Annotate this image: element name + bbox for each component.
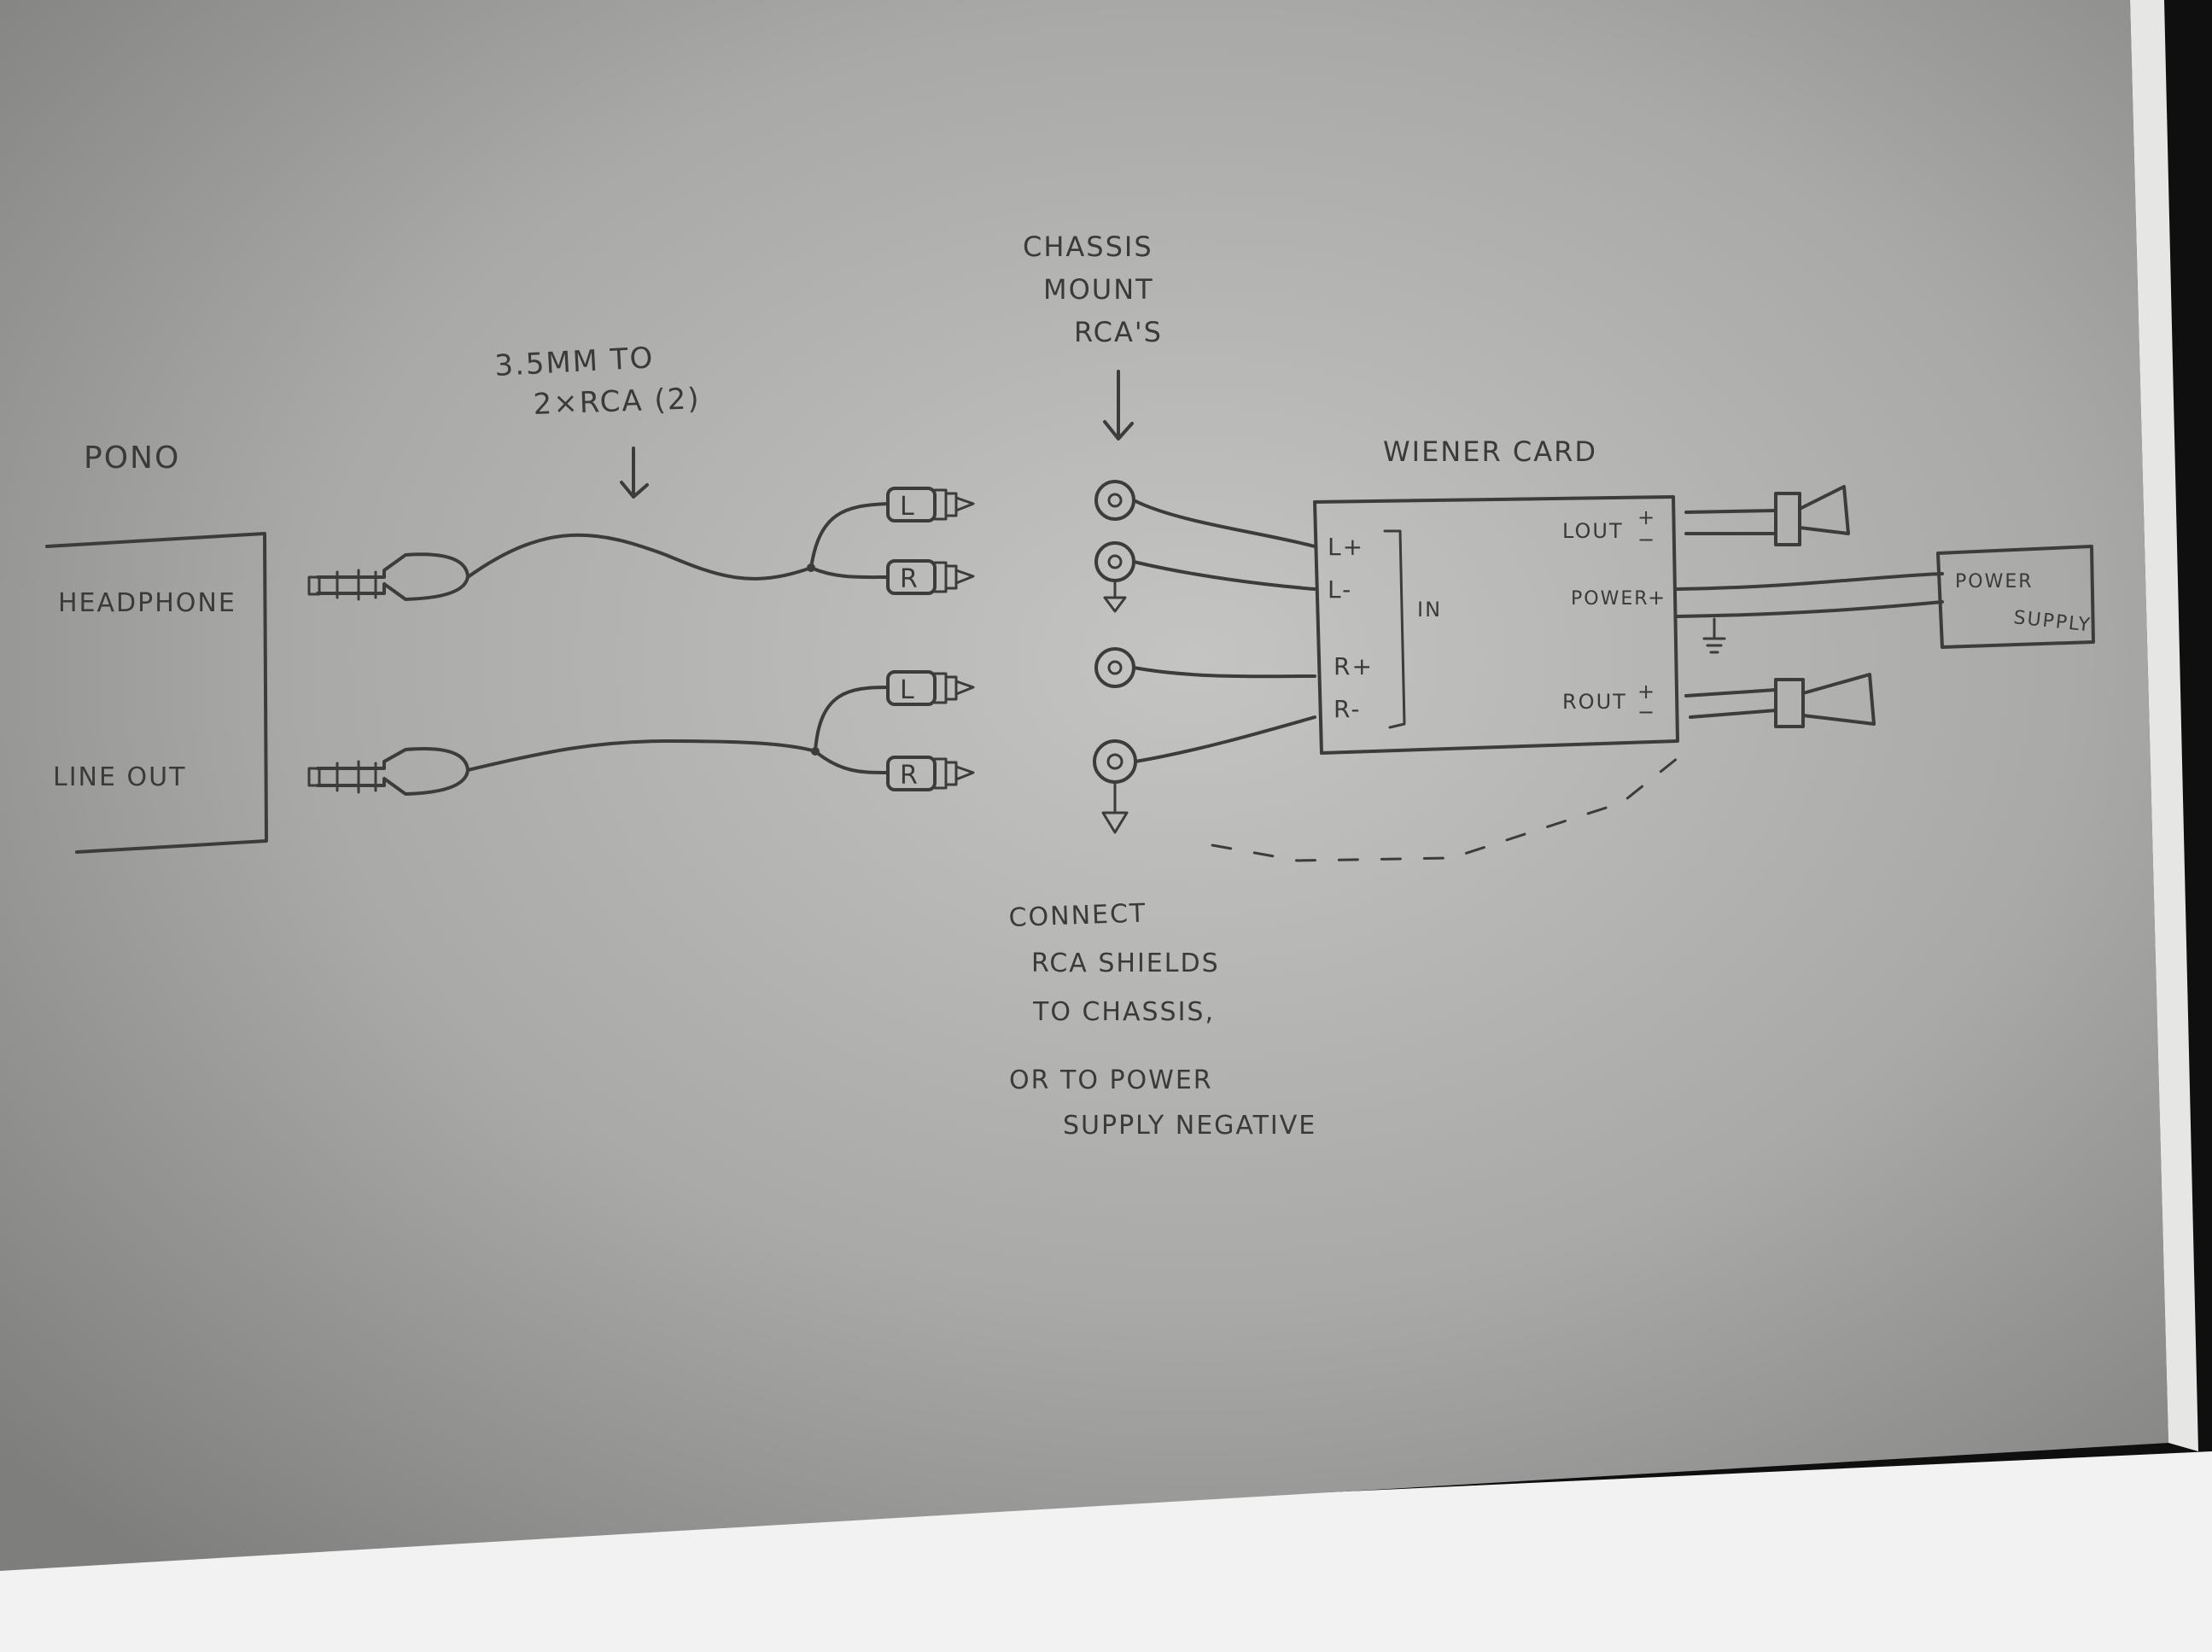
card-input-bracket	[1383, 529, 1406, 729]
rca-plug-1: L	[886, 487, 975, 522]
chassis-label-line1: CHASSIS	[1023, 231, 1153, 263]
card-output-lout-plus: +	[1637, 505, 1656, 529]
cable-headphone-split-l	[809, 502, 890, 569]
rca-letter-1: L	[900, 492, 916, 522]
power-supply-line1: POWER	[1955, 571, 2034, 593]
ground-symbol-icon	[1702, 617, 1726, 654]
card-input-r-plus: R+	[1334, 652, 1374, 680]
wire-r-plus	[1132, 666, 1316, 679]
ground-dashes	[1211, 750, 1688, 862]
card-output-rout-plus: +	[1637, 680, 1656, 703]
chassis-arrow-icon	[1103, 370, 1134, 441]
note-line4: OR TO POWER	[1009, 1065, 1213, 1095]
cable-line-out-split-r	[814, 750, 890, 774]
rca-letter-2: R	[900, 564, 919, 594]
white-sheet	[0, 1451, 2212, 1652]
card-output-lout-minus: −	[1637, 528, 1656, 552]
source-port-headphone: HEADPHONE	[58, 588, 236, 618]
wire-r-minus	[1134, 715, 1316, 763]
wire-l-minus	[1132, 560, 1316, 591]
card-output-lout: LOUT	[1562, 519, 1624, 543]
speaker-right-icon	[1774, 673, 1876, 728]
power-supply-box	[1936, 545, 2095, 649]
speaker-right-wires	[1684, 688, 1777, 719]
card-output-rout-minus: −	[1637, 700, 1656, 724]
power-wire-plus	[1676, 572, 1944, 591]
chassis-label-line3: RCA'S	[1074, 316, 1163, 348]
note-line5: SUPPLY NEGATIVE	[1063, 1111, 1316, 1141]
card-input-l-minus: L-	[1328, 575, 1352, 604]
cable-line-out-split-l	[814, 686, 890, 753]
card-output-power: POWER	[1571, 588, 1649, 610]
power-wire-minus	[1676, 600, 1944, 618]
rca-plug-4: R	[886, 756, 975, 791]
note-line2: RCA SHIELDS	[1031, 949, 1220, 978]
chassis-label-line2: MOUNT	[1043, 273, 1154, 306]
rca-letter-3: L	[900, 675, 916, 705]
cable-headphone-split-r	[809, 566, 890, 580]
cable-label-line1: 3.5MM TO	[493, 341, 655, 383]
card-input-r-minus: R-	[1334, 695, 1361, 723]
card-label: WIENER CARD	[1383, 435, 1597, 468]
paper-edge-strip	[2130, 0, 2198, 1451]
card-in-label: IN	[1417, 598, 1442, 622]
card-box	[1313, 495, 1679, 755]
rca-letter-4: R	[900, 761, 919, 791]
rca-plug-2: R	[886, 559, 975, 595]
cable-arrow-icon	[620, 447, 649, 499]
card-output-rout: ROUT	[1562, 690, 1627, 714]
paper-sheet	[0, 0, 2168, 1571]
cable-line-out	[466, 739, 817, 772]
source-label: PONO	[84, 441, 180, 476]
speaker-left-icon	[1774, 485, 1850, 546]
note-line1: CONNECT	[1008, 898, 1147, 933]
cable-label-line2: 2×RCA (2)	[533, 382, 701, 422]
source-port-line-out: LINE OUT	[53, 762, 186, 792]
speaker-left-wires	[1684, 509, 1777, 535]
cable-headphone	[466, 533, 813, 581]
source-box	[45, 532, 268, 854]
card-input-l-plus: L+	[1328, 533, 1364, 561]
rca-plug-3: L	[886, 670, 975, 706]
card-output-power-plus: +	[1648, 586, 1666, 610]
note-line3: TO CHASSIS,	[1032, 997, 1215, 1027]
wire-l-plus	[1132, 499, 1316, 548]
